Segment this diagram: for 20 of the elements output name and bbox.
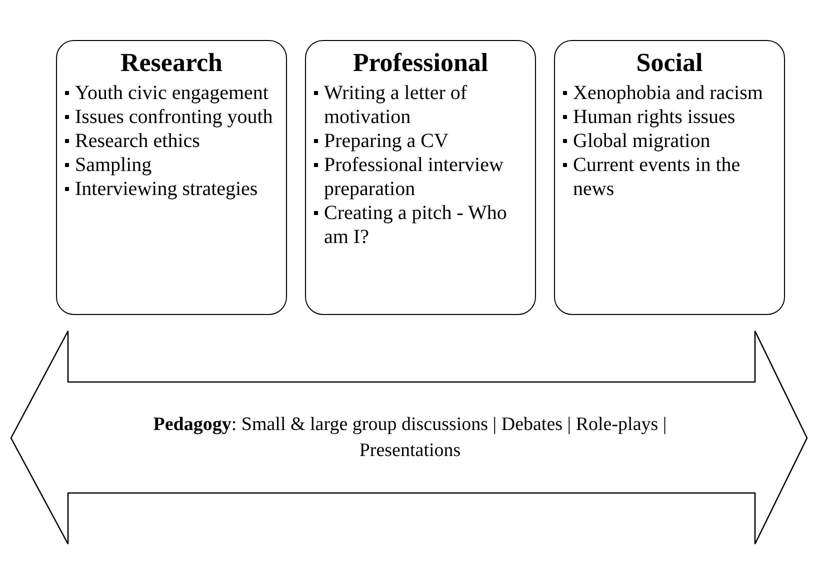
list-item: Research ethics: [75, 129, 200, 153]
list-item: Issues confronting youth: [75, 105, 273, 129]
list-item: Xenophobia and racism: [573, 81, 763, 105]
list-item: Global migration: [573, 129, 710, 153]
list-item: Sampling: [75, 153, 152, 177]
topic-card: [56, 40, 287, 315]
list-item: Writing a letter of motivation: [324, 81, 468, 129]
list-item: Creating a pitch - Who am I?: [324, 201, 508, 249]
list-item: Preparing a CV: [324, 129, 448, 153]
list-item: Current events in the news: [573, 153, 742, 201]
list-item: Professional interview preparation: [324, 153, 504, 201]
topic-card: [554, 40, 785, 315]
list-item: Youth civic engagement: [75, 81, 268, 105]
pedagogy-text: Pedagogy: Small & large group discussions | Debates | Role-plays | Presentations: [152, 412, 668, 462]
card-heading: Social: [636, 47, 703, 79]
list-item: Human rights issues: [573, 105, 736, 129]
card-heading: Professional: [352, 47, 488, 79]
topic-card: [305, 40, 536, 315]
list-item: Interviewing strategies: [75, 177, 258, 201]
card-heading: Research: [120, 47, 223, 79]
